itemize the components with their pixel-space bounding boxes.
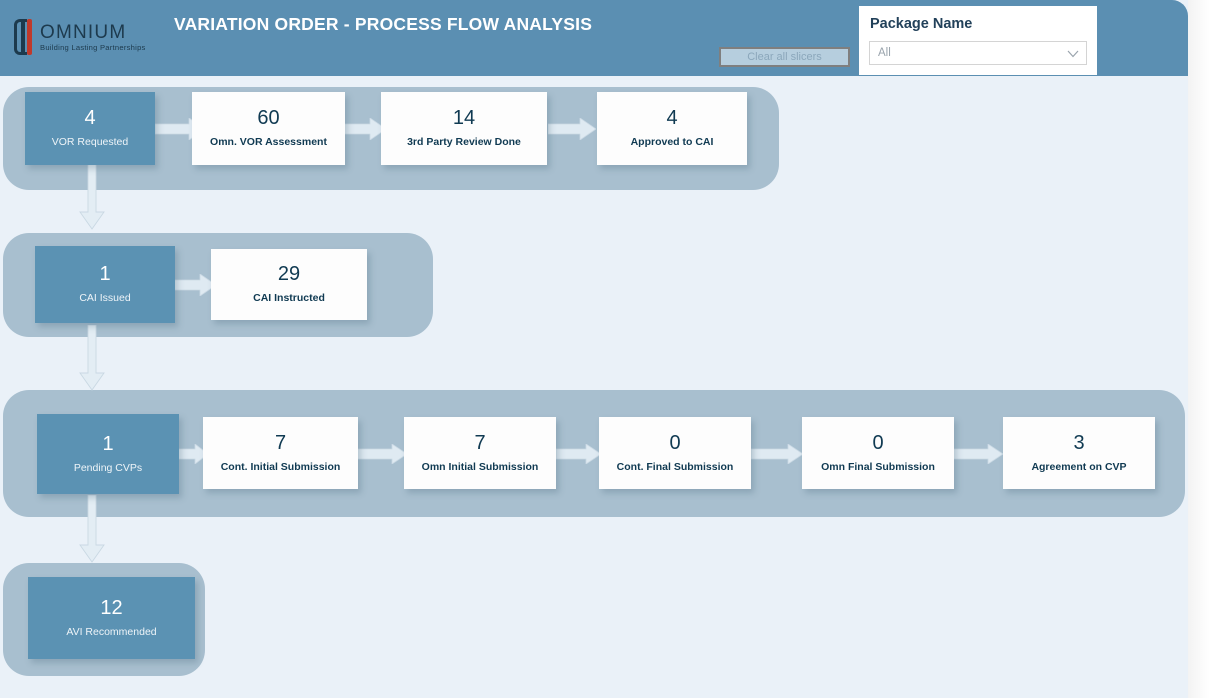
node-label: VOR Requested [51,136,129,149]
node-label: AVI Recommended [66,625,157,638]
slicer-title: Package Name [870,16,973,32]
logo-wordmark: OMNIUM [40,21,127,43]
process-node-pending-cvps[interactable]: 1 Pending CVPs [37,414,179,494]
node-value: 0 [669,431,681,454]
omnium-logo: OMNIUM Building Lasting Partnerships [14,17,152,57]
node-label: Cont. Initial Submission [220,460,341,473]
node-label: Omn Initial Submission [421,460,539,473]
page-right-margin [1188,0,1224,698]
node-value: 1 [102,432,114,455]
node-value: 29 [277,263,301,286]
node-label: 3rd Party Review Done [407,136,521,149]
node-value: 60 [257,107,280,130]
dashboard-page: OMNIUM Building Lasting Partnerships VAR… [0,0,1188,698]
process-node-vor-requested[interactable]: 4 VOR Requested [25,92,155,165]
node-value: 0 [872,431,884,454]
node-label: Agreement on CVP [1031,460,1127,473]
node-label: Omn Final Submission [821,460,935,473]
process-node-omn-vor-assessment[interactable]: 60 Omn. VOR Assessment [192,92,345,165]
node-value: 7 [274,431,287,454]
node-label: CAI Issued [79,292,131,305]
node-label: CAI Instructed [253,292,325,305]
node-label: Pending CVPs [73,461,143,474]
process-node-approved-to-cai[interactable]: 4 Approved to CAI [597,92,747,165]
node-value: 4 [666,107,678,130]
process-node-3rd-party-review-done[interactable]: 14 3rd Party Review Done [381,92,547,165]
process-node-agreement-on-cvp[interactable]: 3 Agreement on CVP [1003,417,1155,489]
clear-all-slicers-button[interactable]: Clear all slicers [719,47,850,67]
page-title: VARIATION ORDER - PROCESS FLOW ANALYSIS [174,14,593,34]
node-label: Approved to CAI [630,136,714,149]
package-name-dropdown[interactable]: All [869,41,1087,65]
node-value: 7 [474,431,486,454]
process-node-cai-issued[interactable]: 1 CAI Issued [35,246,175,323]
process-node-omn-final-submission[interactable]: 0 Omn Final Submission [802,417,954,489]
chevron-down-icon [1067,50,1079,58]
logo-tagline: Building Lasting Partnerships [40,42,146,52]
node-label: Omn. VOR Assessment [210,136,327,149]
node-value: 12 [100,596,123,619]
process-node-cai-instructed[interactable]: 29 CAI Instructed [211,249,367,320]
package-name-selected-value: All [878,47,891,59]
node-value: 14 [452,107,476,130]
process-node-cont-initial-submission[interactable]: 7 Cont. Initial Submission [203,417,358,489]
process-node-omn-initial-submission[interactable]: 7 Omn Initial Submission [404,417,556,489]
dashboard-header: OMNIUM Building Lasting Partnerships VAR… [0,0,1188,76]
process-node-cont-final-submission[interactable]: 0 Cont. Final Submission [599,417,751,489]
node-value: 3 [1073,431,1085,454]
logo-bracket-icon [14,19,33,55]
package-name-slicer: Package Name All [859,6,1097,75]
process-node-avi-recommended[interactable]: 12 AVI Recommended [28,577,195,659]
node-label: Cont. Final Submission [616,460,734,473]
node-value: 4 [84,107,96,130]
node-value: 1 [99,263,111,286]
